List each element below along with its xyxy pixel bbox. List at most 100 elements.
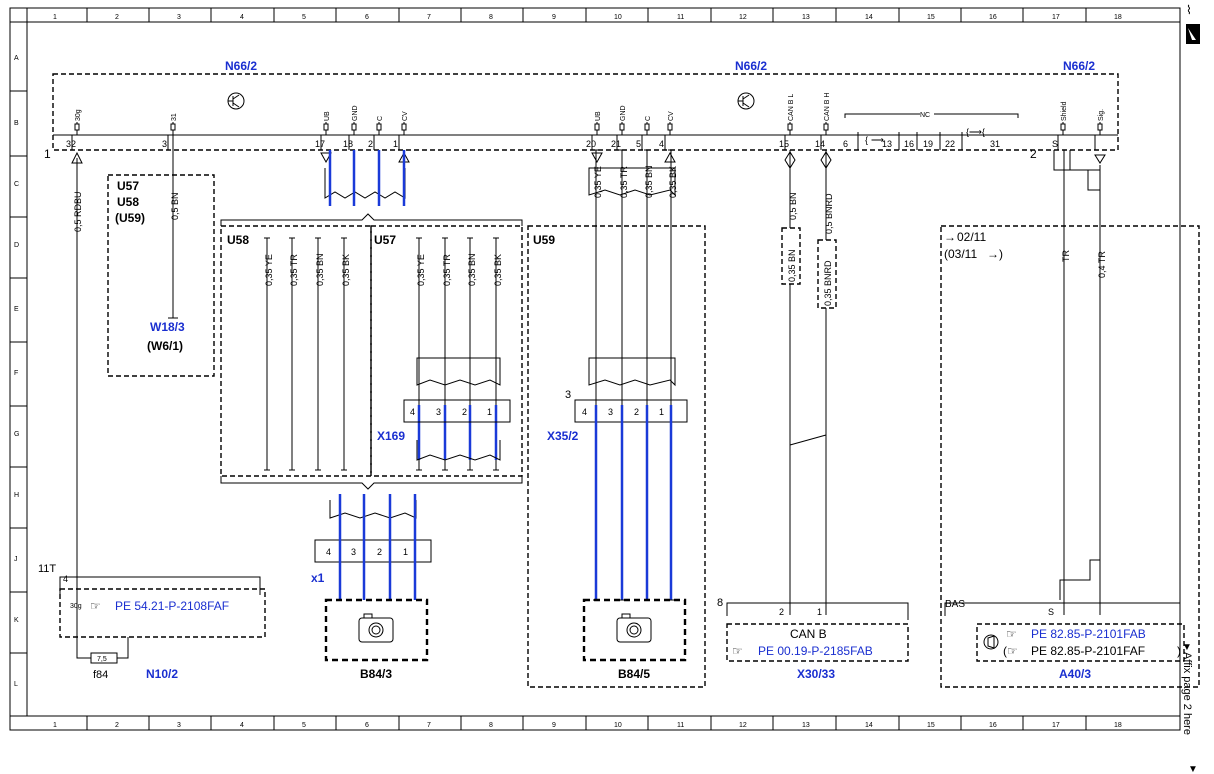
ground-w18-3: W18/3 xyxy=(150,320,185,334)
n66-label-left: N66/2 xyxy=(225,59,257,73)
grid-column-label: 16 xyxy=(989,722,997,729)
nc-pin: 31 xyxy=(990,139,1000,149)
hand-pointer-icon: ☞ xyxy=(732,644,743,658)
x30-33-can-b: 8 2 1 CAN B ☞ PE 00.19-P-2185FAB X30/33 xyxy=(717,597,909,681)
x169-label: X169 xyxy=(377,429,405,443)
n10-connector-label: 11T xyxy=(38,563,56,575)
grid-row-label: H xyxy=(14,492,19,499)
wire-30g: 0,5 RDBU xyxy=(71,151,83,585)
pin-number: 4 xyxy=(659,139,664,149)
pin-number: 18 xyxy=(343,139,353,149)
grid-column-label: 10 xyxy=(614,14,622,21)
grid-row-label: E xyxy=(14,306,19,313)
camera-icon xyxy=(358,613,394,643)
date-03-11: (03/11 xyxy=(944,247,977,261)
variant-u59-label: U59 xyxy=(533,233,555,247)
a40-3-block: → 02/11 (03/11 →) TR 0,4 TR BAS S ☞ PE 8… xyxy=(940,150,1200,688)
grid-column-label: 2 xyxy=(115,14,119,21)
camera-icon xyxy=(616,613,652,643)
u58-u57-block: U58 U57 xyxy=(220,150,523,490)
b84-5-label: B84/5 xyxy=(618,667,650,681)
wire-label: 0,35 BK xyxy=(493,254,503,286)
nc-pin: 16 xyxy=(904,139,914,149)
svg-text:▼: ▼ xyxy=(1182,642,1192,653)
grid-column-label: 15 xyxy=(927,14,935,21)
x169-connector: X169 4 3 2 1 xyxy=(377,357,511,461)
n66-label-mid: N66/2 xyxy=(735,59,767,73)
pin-name: 31 xyxy=(171,113,178,121)
n10-pin: 30g xyxy=(70,603,82,610)
wire-label: 0,35 TR xyxy=(442,254,452,286)
grid-column-label: 6 xyxy=(365,722,369,729)
grid-column-label: 11 xyxy=(677,14,684,21)
variant-u57: U57 xyxy=(117,179,139,193)
svg-text:→): →) xyxy=(987,247,1003,261)
x30-title: CAN B xyxy=(790,627,827,641)
can-h-label: 0,5 BNRD xyxy=(824,193,834,234)
grid-column-label: 7 xyxy=(427,14,431,21)
n10-ref-link[interactable]: PE 54.21-P-2108FAF xyxy=(115,599,229,613)
grid-column-label: 3 xyxy=(177,14,181,21)
wire-label: 0,35 BN xyxy=(467,253,477,286)
nc-pin: 19 xyxy=(923,139,933,149)
pin-number: S xyxy=(1052,139,1058,149)
x1-pin: 1 xyxy=(403,547,408,557)
grid-row-label: L xyxy=(14,681,18,688)
b84-3-label: B84/3 xyxy=(360,667,392,681)
grid-column-label: 17 xyxy=(1052,14,1060,21)
pin-name: C xyxy=(377,116,384,121)
x169-pin: 1 xyxy=(487,407,492,417)
pin-name: UB xyxy=(324,111,331,121)
hand-pointer-icon: (☞ xyxy=(1003,644,1018,658)
x35-pin: 1 xyxy=(659,407,664,417)
can-l-inline-label: 0,35 BN xyxy=(787,249,797,282)
connector-1-label: 1 xyxy=(44,147,51,161)
grid-row-label: F xyxy=(14,370,18,377)
x169-pin: 2 xyxy=(462,407,467,417)
wire-label: 0,35 YE xyxy=(264,254,274,286)
transistor-icon xyxy=(227,92,245,110)
x30-pin: 2 xyxy=(779,607,784,617)
grid-column-label: 11 xyxy=(677,722,684,729)
shield-tr-label: TR xyxy=(1061,250,1071,262)
grid-row-label: G xyxy=(14,431,19,438)
x35-pin: 3 xyxy=(608,407,613,417)
x30-33-label: X30/33 xyxy=(797,667,835,681)
u59-block: U59 3 4 3 2 1 X35/2 xyxy=(527,167,706,688)
grid-column-label: 1 xyxy=(53,14,57,21)
sig-tr-label: 0,4 TR xyxy=(1097,251,1107,278)
a40-bas-label: BAS xyxy=(945,599,965,610)
pin-name: GND xyxy=(620,105,627,121)
pin-number: 2 xyxy=(368,139,373,149)
camera-b84-3: B84/3 xyxy=(324,598,429,681)
date-arrow-02-11: → xyxy=(944,230,956,244)
wire-31: 0,5 BN xyxy=(168,135,180,319)
x30-ref-link[interactable]: PE 00.19-P-2185FAB xyxy=(758,644,873,658)
x1-pin: 4 xyxy=(326,547,331,557)
a40-ref1-link[interactable]: PE 82.85-P-2101FAB xyxy=(1031,627,1146,641)
grid-column-label: 13 xyxy=(802,722,810,729)
wire-label: 0,35 YE xyxy=(593,166,603,198)
nc-pin: 13 xyxy=(882,139,892,149)
grid-row-label: B xyxy=(14,120,19,127)
a40-ref2-link[interactable]: PE 82.85-P-2101FAF xyxy=(1031,644,1145,658)
grid-row-label: C xyxy=(14,181,19,188)
grid-column-label: 1 xyxy=(53,722,57,729)
wire-label: 0,35 YE xyxy=(416,254,426,286)
variant-u58: U58 xyxy=(117,195,139,209)
speaker-icon xyxy=(983,634,999,650)
grid-column-label: 5 xyxy=(302,14,306,21)
affix-label: Affix page 2 here xyxy=(1181,652,1193,735)
grid-column-label: 9 xyxy=(552,14,556,21)
can-b-lines: 0,5 BN 0,5 BNRD 0,35 BN 0,35 BNRD xyxy=(781,150,837,615)
x35-pin: 2 xyxy=(634,407,639,417)
grid-column-label: 17 xyxy=(1052,722,1060,729)
date-02-11: 02/11 xyxy=(957,230,986,244)
svg-text:⌇: ⌇ xyxy=(1186,3,1192,17)
pin-number: 15 xyxy=(779,139,789,149)
x30-pin: 1 xyxy=(817,607,822,617)
